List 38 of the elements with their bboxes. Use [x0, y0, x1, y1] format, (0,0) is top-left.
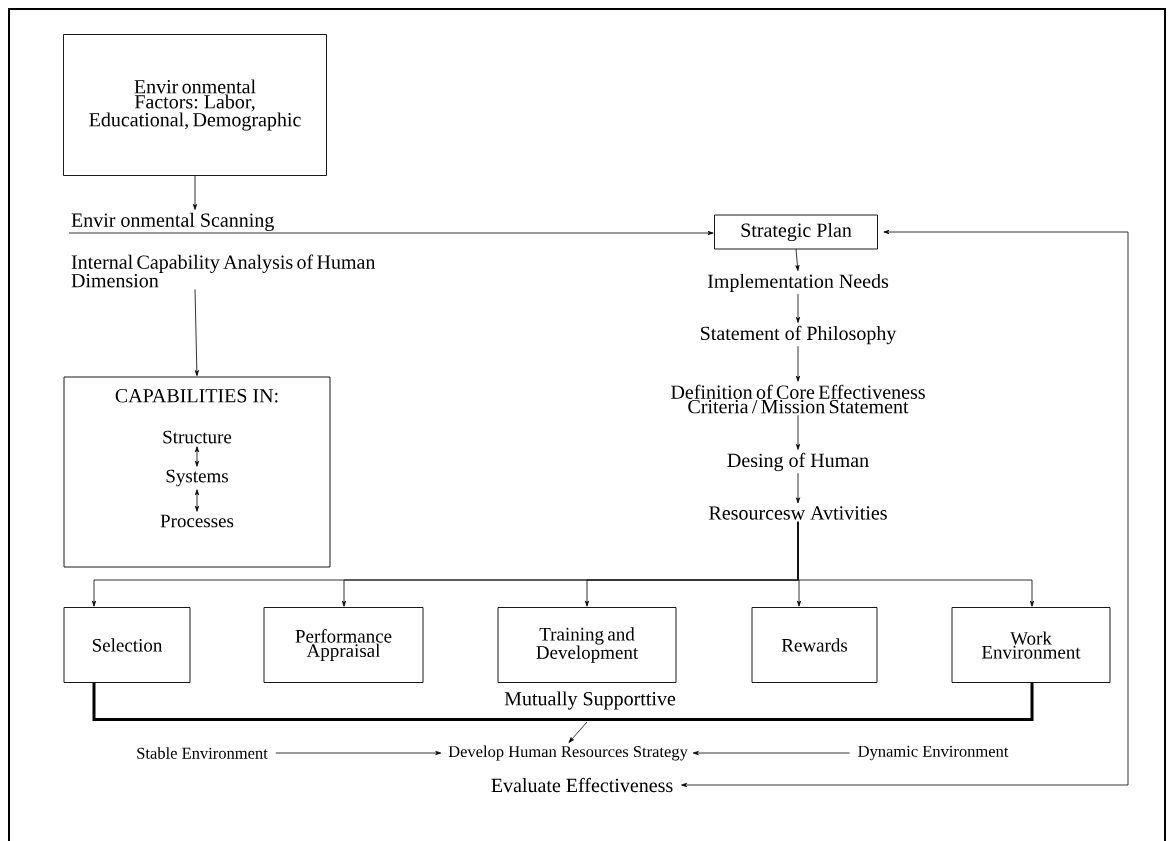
capability-text: Structure — [163, 430, 232, 444]
arrow — [692, 751, 851, 756]
arrow — [192, 175, 198, 210]
flow-text: Dynamic Environment — [858, 745, 1009, 761]
flow-text: Definition of Core Effectiveness Criteria / Mission Statement — [671, 384, 925, 414]
process-box: Performance Appraisal — [263, 607, 424, 683]
flow-text: Evaluate Effectiveness — [491, 777, 673, 793]
process-box: Strategic Plan — [714, 214, 878, 250]
connector-line — [92, 682, 1034, 721]
arrow — [194, 446, 200, 467]
arrow — [194, 489, 200, 512]
flow-text: Statement of Philosophy — [701, 325, 897, 345]
arrow — [68, 230, 714, 236]
capability-text: Systems — [166, 469, 228, 487]
flow-text: Envir onmental Scanning — [71, 212, 274, 231]
flow-text: Stable Environment — [137, 747, 268, 759]
process-box: Selection — [63, 607, 191, 683]
arrow — [795, 472, 801, 504]
process-box: Rewards — [751, 607, 878, 683]
flow-text: Internal Capability Analysis of Human Dimension — [71, 254, 376, 288]
arrow — [681, 229, 1129, 788]
capability-text: Processes — [160, 514, 234, 528]
process-box: Training and Development — [497, 607, 677, 683]
flow-text: Desing of Human — [727, 452, 869, 472]
flow-text: Develop Human Resources Strategy — [448, 745, 688, 761]
arrow — [568, 721, 588, 743]
process-box: Envir onmental Factors: Labor, Educational, Demographic — [63, 34, 327, 176]
process-box: Work Environment — [951, 607, 1111, 683]
arrow — [795, 345, 801, 382]
flow-text: Resourcesw Avtivities — [709, 506, 887, 520]
edge-label: Mutually Supporttive — [503, 690, 677, 711]
arrow — [194, 289, 199, 377]
arrow — [797, 521, 1035, 607]
flow-text: Implementation Needs — [707, 273, 889, 293]
arrow — [795, 414, 801, 450]
arrow — [275, 751, 442, 756]
arrow — [795, 248, 800, 271]
arrow — [795, 293, 801, 323]
